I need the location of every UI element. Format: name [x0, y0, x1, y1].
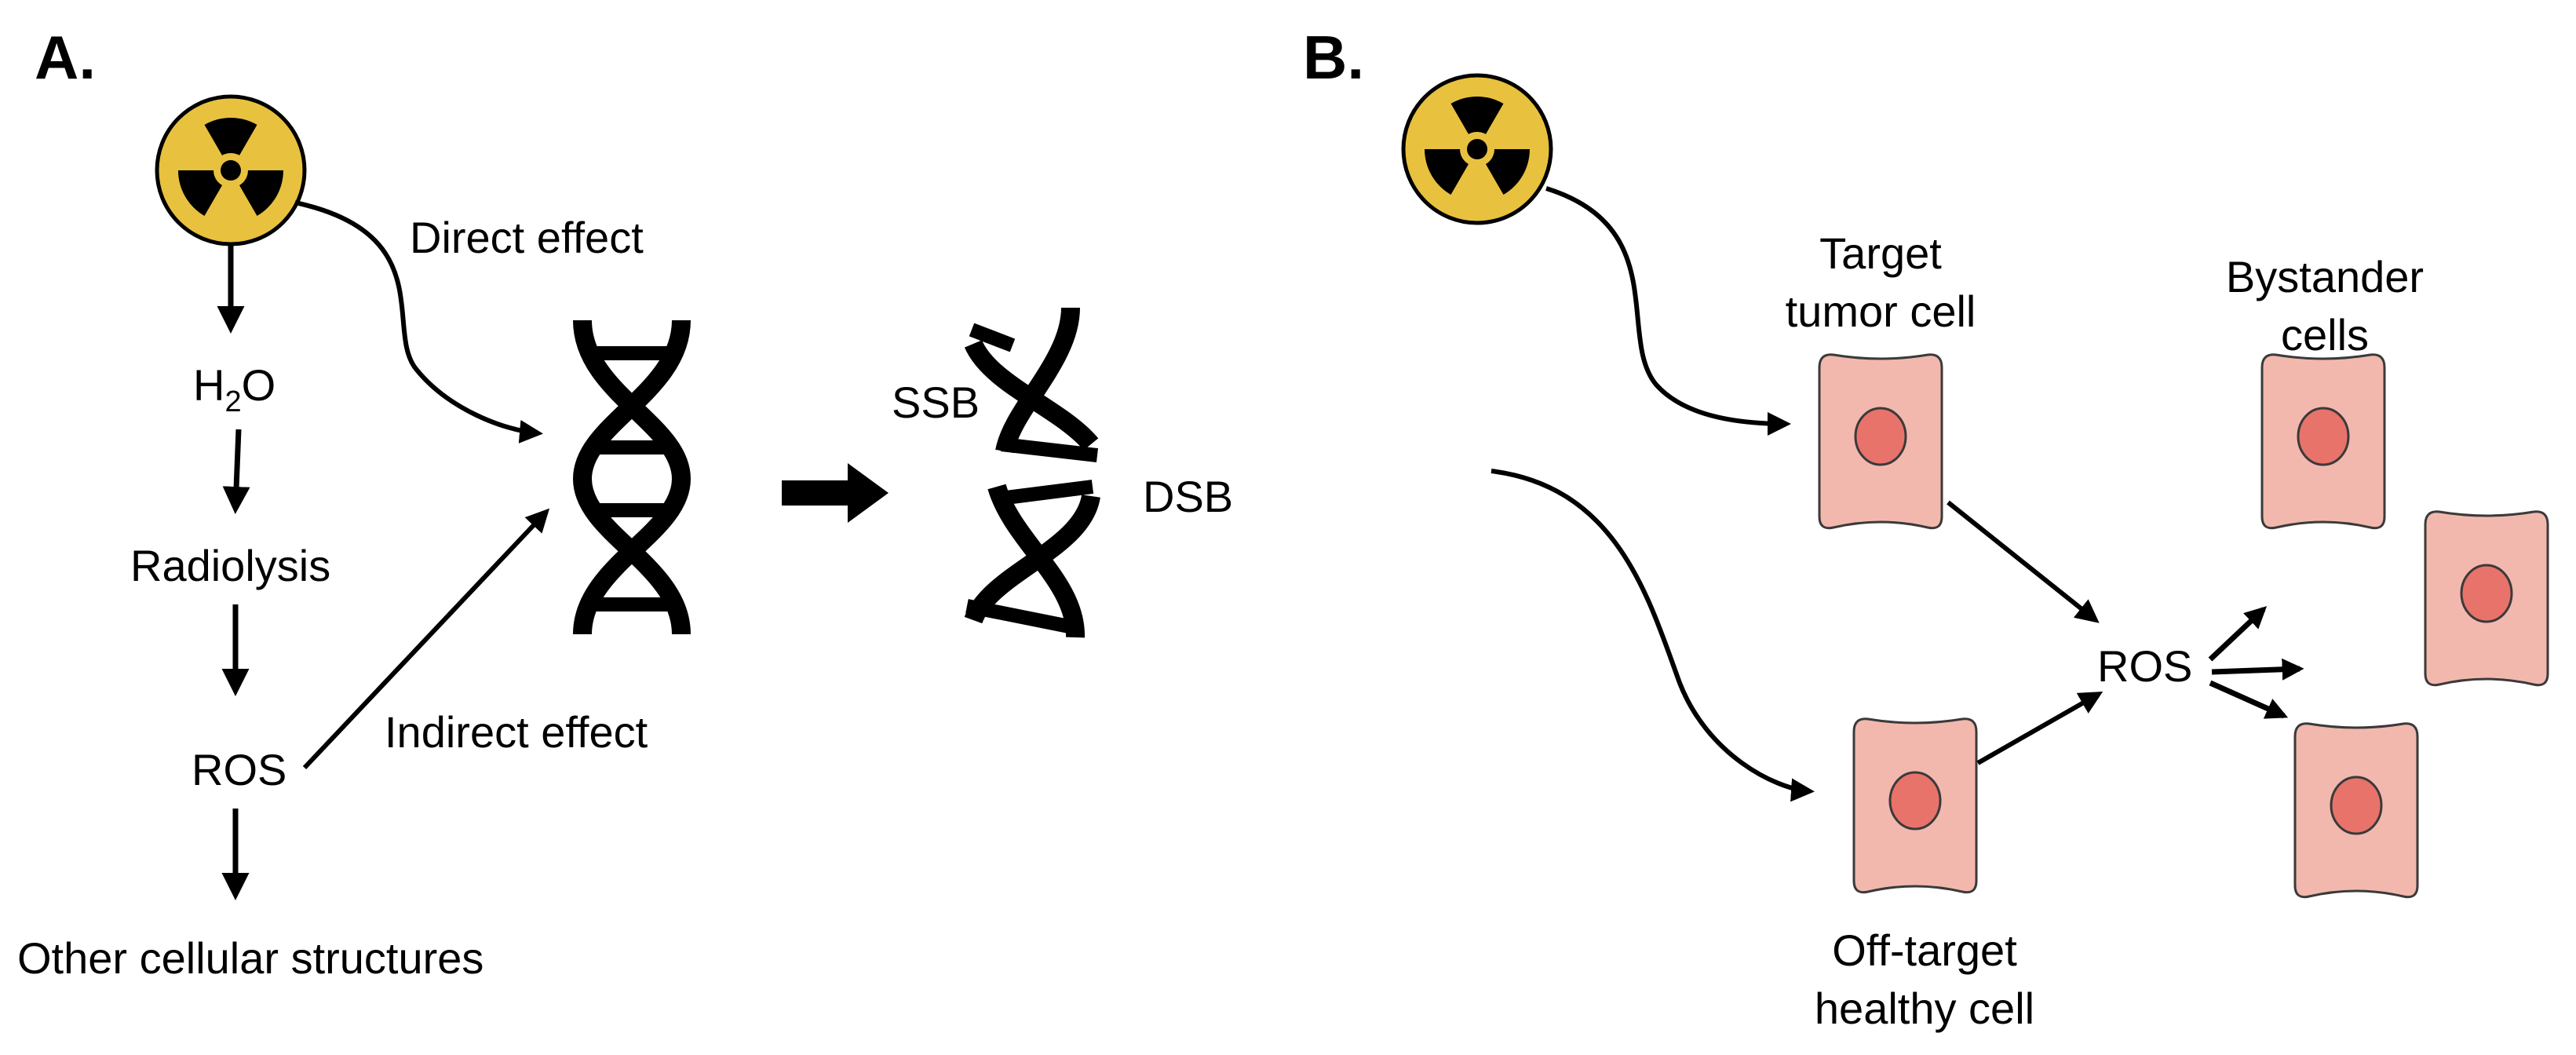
label-offtarget-line1: Off-target: [1832, 925, 2017, 975]
panel-a-letter: A.: [35, 23, 96, 92]
label-direct-effect: Direct effect: [410, 213, 644, 262]
label-target-line1: Target: [1819, 228, 1942, 278]
arrow-offtarget-to-ros: [1976, 692, 2103, 765]
cell-icon-target: [1818, 353, 1943, 530]
label-bystander-line1: Bystander: [2226, 252, 2424, 301]
label-target-line2: tumor cell: [1786, 287, 1976, 336]
label-h2o: H2O: [193, 360, 275, 418]
panel-b-letter: B.: [1303, 23, 1364, 92]
cell-icon-bystander-1: [2260, 353, 2386, 530]
arrow-radiation-to-target: [1545, 186, 1791, 436]
label-ros-b: ROS: [2097, 641, 2192, 691]
label-bystander-line2: cells: [2281, 310, 2369, 360]
dna-icon: [572, 319, 691, 635]
radiation-icon: [1403, 75, 1551, 223]
label-ros-a: ROS: [192, 745, 286, 794]
broken-dna-icon: [964, 307, 1100, 638]
label-other-structures: Other cellular structures: [17, 933, 483, 983]
arrow-indirect-effect: [302, 508, 550, 770]
label-dsb: DSB: [1143, 472, 1233, 521]
big-arrow: [782, 463, 888, 523]
arrow-h2o-to-radiolysis: [222, 429, 250, 514]
arrow-ros-down: [2209, 680, 2289, 719]
arrow-ros-up: [2208, 606, 2268, 662]
label-radiolysis: Radiolysis: [130, 541, 330, 590]
cell-icon-offtarget: [1852, 717, 1978, 894]
arrow-direct-effect: [294, 200, 543, 444]
cell-icon-bystander-3: [2293, 722, 2419, 899]
arrow-radiation-to-offtarget: [1491, 469, 1815, 802]
arrow-target-to-ros: [1947, 500, 2100, 623]
label-ssb: SSB: [892, 378, 980, 427]
label-indirect-effect: Indirect effect: [385, 707, 648, 757]
arrow-ros-right: [2211, 658, 2304, 681]
radiation-icon: [157, 97, 305, 244]
label-offtarget-line2: healthy cell: [1815, 984, 2034, 1033]
cell-icon-bystander-2: [2424, 510, 2549, 687]
